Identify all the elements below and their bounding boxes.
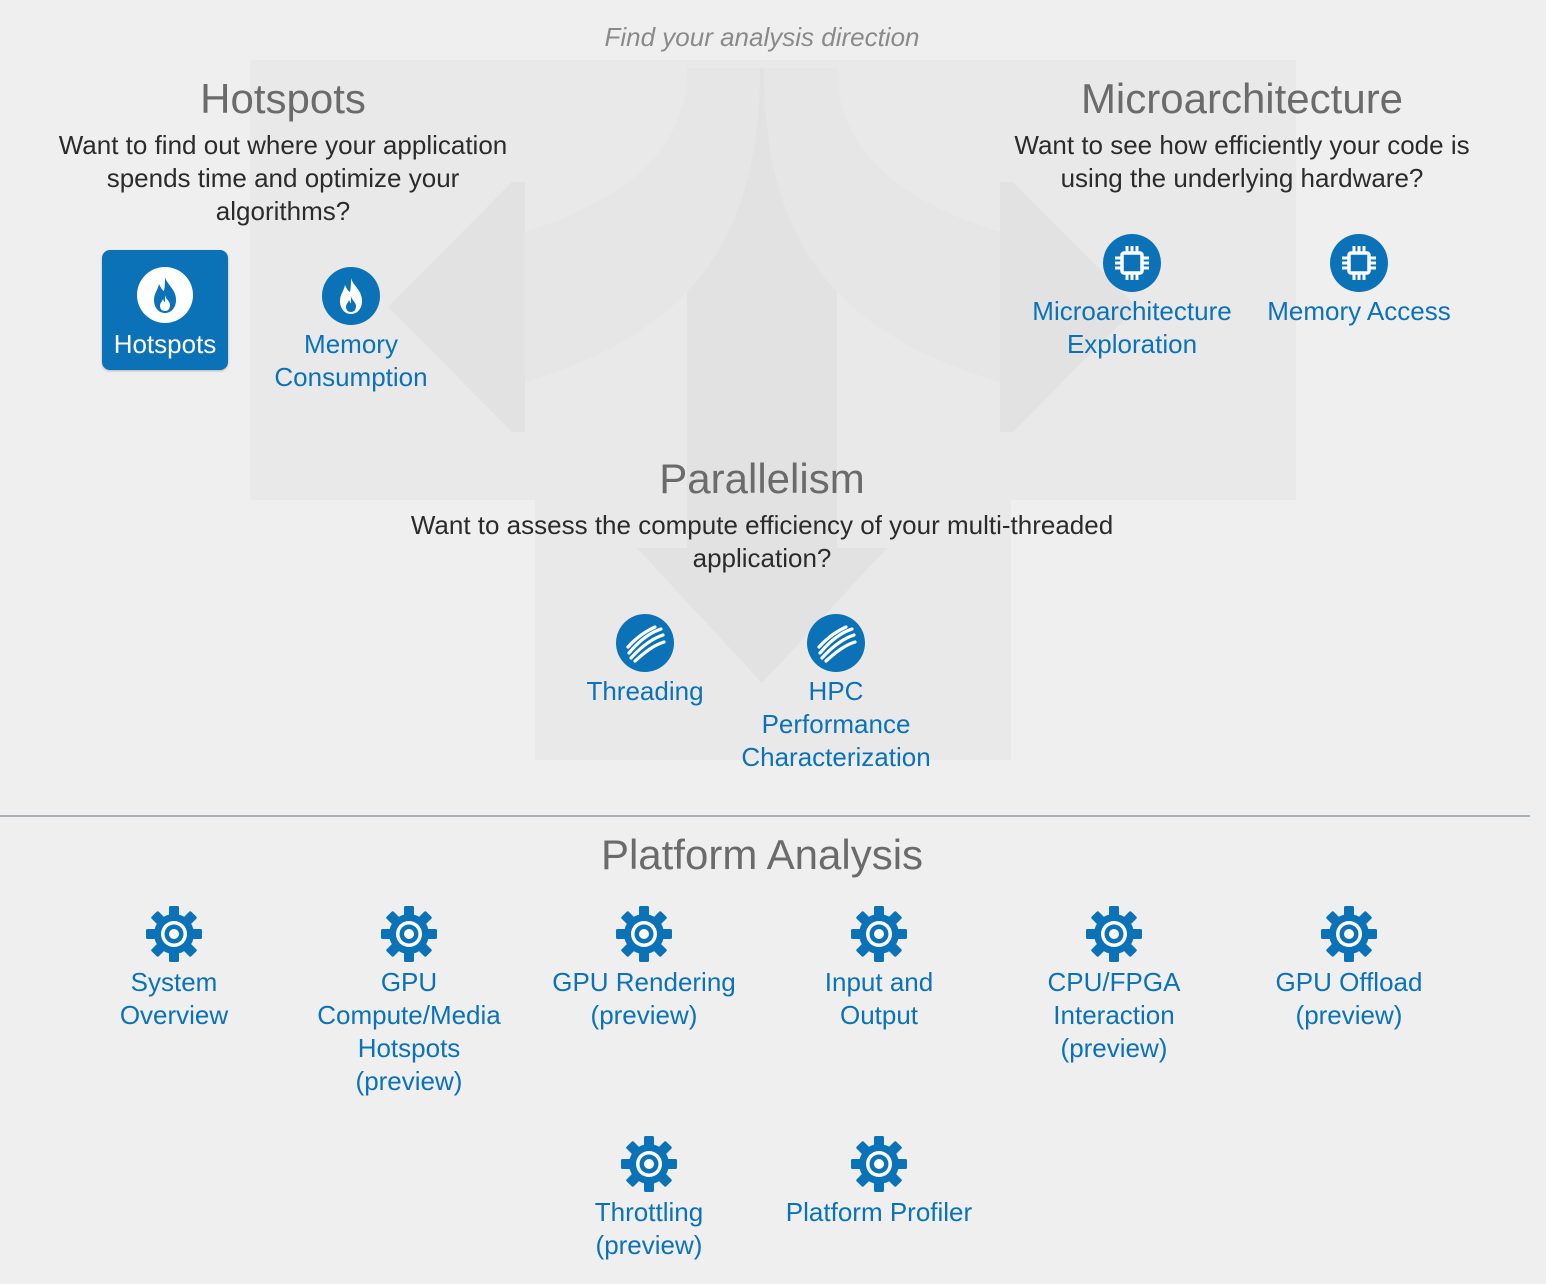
gear-icon[interactable]: [379, 904, 439, 964]
memory-access-link[interactable]: Memory Access: [1267, 296, 1451, 326]
threads-icon[interactable]: [616, 614, 674, 672]
parallelism-section-description: Want to assess the compute efficiency of…: [410, 510, 1114, 573]
gear-icon[interactable]: [849, 1134, 909, 1194]
gpu-compute-media-hotspots-link[interactable]: GPU Compute/Media Hotspots (preview): [317, 967, 501, 1096]
input-and-output-link[interactable]: Input and Output: [824, 967, 934, 1030]
platform-profiler-link[interactable]: Platform Profiler: [785, 1197, 973, 1227]
microarchitecture-section-description: Want to see how efficiently your code is…: [1014, 130, 1470, 193]
gear-icon[interactable]: [1319, 904, 1379, 964]
gear-icon[interactable]: [619, 1134, 679, 1194]
flame-icon: [137, 267, 193, 323]
hotspots-section-title: Hotspots: [200, 75, 366, 122]
gpu-rendering-link[interactable]: GPU Rendering (preview): [552, 967, 736, 1030]
microarchitecture-section-title: Microarchitecture: [1080, 75, 1404, 122]
hotspots-analysis-label: Hotspots: [113, 329, 217, 359]
microarchitecture-exploration-link[interactable]: Microarchitecture Exploration: [1032, 296, 1232, 359]
hotspots-analysis-tile[interactable]: Hotspots: [102, 250, 228, 370]
gear-icon[interactable]: [144, 904, 204, 964]
throttling-link[interactable]: Throttling (preview): [594, 1197, 704, 1260]
section-divider: [0, 815, 1530, 817]
flame-icon[interactable]: [322, 267, 380, 325]
cpu-fpga-interaction-link[interactable]: CPU/FPGA Interaction (preview): [1047, 967, 1181, 1063]
chip-icon[interactable]: [1103, 234, 1161, 292]
threads-icon[interactable]: [807, 614, 865, 672]
system-overview-link[interactable]: System Overview: [119, 967, 229, 1030]
gpu-offload-link[interactable]: GPU Offload (preview): [1275, 967, 1423, 1030]
platform-analysis-title: Platform Analysis: [600, 831, 924, 878]
gear-icon[interactable]: [1084, 904, 1144, 964]
parallelism-section-title: Parallelism: [659, 455, 865, 502]
analysis-direction-prompt: Find your analysis direction: [604, 22, 920, 52]
chip-icon[interactable]: [1330, 234, 1388, 292]
hpc-performance-characterization-link[interactable]: HPC Performance Characterization: [741, 676, 931, 772]
hotspots-section-description: Want to find out where your application …: [58, 130, 508, 226]
memory-consumption-link[interactable]: Memory Consumption: [274, 329, 428, 392]
gear-icon[interactable]: [614, 904, 674, 964]
gear-icon[interactable]: [849, 904, 909, 964]
threading-link[interactable]: Threading: [586, 676, 704, 706]
